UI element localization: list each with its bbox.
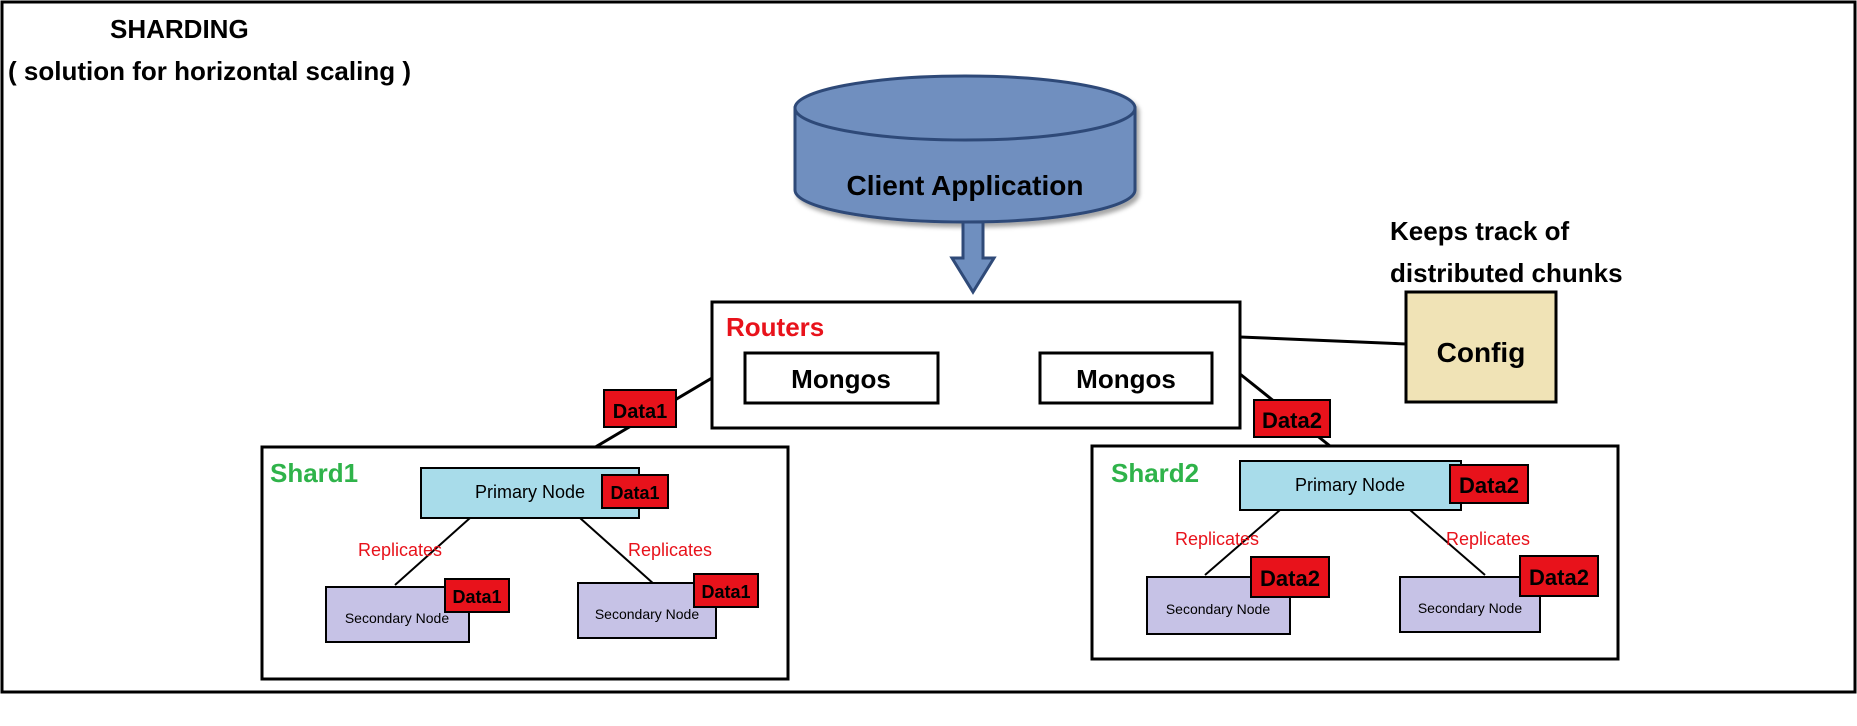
shard1-secondary-tag-label-2: Data1: [701, 582, 750, 602]
shard2-secondary-label-1: Secondary Node: [1166, 601, 1271, 617]
shard2-secondary-tag-label-2: Data2: [1529, 565, 1589, 590]
router-config-connector: [1239, 335, 1407, 346]
shard2-secondary-node-2: [1399, 576, 1541, 633]
shard1-secondary-tag-label-1: Data1: [452, 587, 501, 607]
routers-label: Routers: [726, 312, 824, 342]
diagram-subtitle: ( solution for horizontal scaling ): [8, 56, 411, 86]
shard2-secondary-tag-label-1: Data2: [1260, 566, 1320, 591]
shard2-secondary-label-2: Secondary Node: [1418, 600, 1523, 616]
shard1-primary-tag: [601, 474, 669, 509]
shard2-replicates-label-2: Replicates: [1446, 529, 1530, 549]
shard2-primary-tag-label: Data2: [1459, 473, 1519, 498]
shard1-link-tag: [603, 389, 677, 428]
shard2-primary-node: [1239, 460, 1462, 511]
shard2-link-tag-label: Data2: [1262, 408, 1322, 433]
config-box: [1404, 290, 1558, 404]
shard1-primary-tag-label: Data1: [610, 483, 659, 503]
shard1-secondary-tag-1: [444, 578, 510, 613]
shard1-link-tag-label: Data1: [613, 401, 667, 423]
shard1-secondary-tag-2: [693, 573, 759, 608]
mongos-box-1: [743, 351, 940, 405]
shard2-replicates-label-1: Replicates: [1175, 529, 1259, 549]
client-application-label: Client Application: [847, 170, 1084, 201]
mongos-label-1: Mongos: [791, 364, 891, 394]
config-label: Config: [1437, 337, 1526, 368]
diagram-frame: [0, 0, 1857, 694]
shard2-primary-label: Primary Node: [1295, 475, 1405, 495]
shard1-replicates-label-2: Replicates: [628, 540, 712, 560]
shard1-primary-label: Primary Node: [475, 482, 585, 502]
client-cylinder-top: [793, 74, 1137, 142]
shard1-replicates-label-1: Replicates: [358, 540, 442, 560]
config-note-line1: Keeps track of: [1390, 216, 1570, 246]
shard1-primary-to-secondary-1: [394, 517, 471, 586]
shard1-secondary-label-2: Secondary Node: [595, 606, 700, 622]
shard2-primary-to-secondary-2: [1409, 509, 1486, 576]
diagram-title: SHARDING: [110, 14, 249, 44]
shard1-primary-to-secondary-2: [579, 517, 656, 586]
client-to-router-arrow: [949, 220, 997, 295]
mongos-label-2: Mongos: [1076, 364, 1176, 394]
shard2-label: Shard2: [1111, 458, 1199, 488]
config-note-line2: distributed chunks: [1390, 258, 1623, 288]
mongos-box-2: [1038, 351, 1214, 405]
shard1-label: Shard1: [270, 458, 358, 488]
client-application-database: [793, 74, 1137, 224]
shard2-primary-tag: [1449, 464, 1529, 504]
shard1-secondary-label-1: Secondary Node: [345, 610, 450, 626]
shard2-link-tag: [1253, 399, 1331, 438]
shard2-secondary-tag-2: [1519, 555, 1599, 597]
shard2-primary-to-secondary-1: [1204, 509, 1281, 576]
shard2-secondary-tag-1: [1250, 556, 1330, 598]
